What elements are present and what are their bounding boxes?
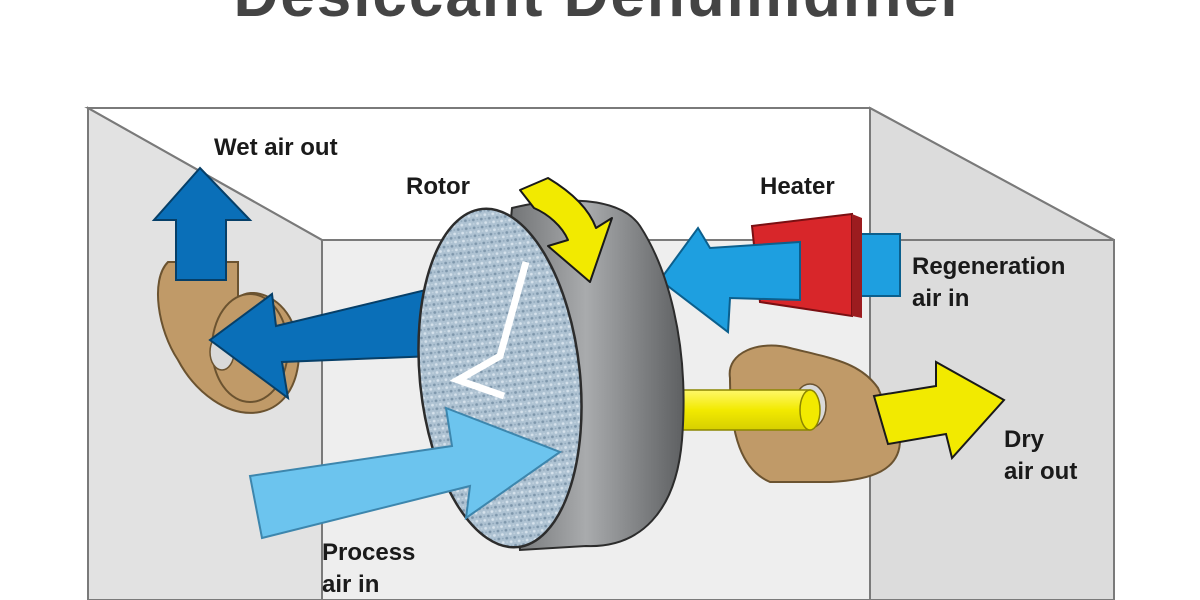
wet-air-out-label: Wet air out <box>214 134 338 161</box>
process-air-in-arrow <box>248 406 563 540</box>
wet-air-up-arrow <box>151 166 253 281</box>
regeneration-air-in-label-line1: Regeneration <box>912 253 1066 280</box>
dry-air-out-arrow <box>872 360 1006 461</box>
rotor-label: Rotor <box>406 173 470 200</box>
cabinet-top-edge <box>84 107 1115 241</box>
diagram-title: Desiccant Dehumidifier <box>0 0 1200 31</box>
dry-air-out-label-line2: air out <box>1004 458 1078 485</box>
heater-label: Heater <box>760 173 835 200</box>
wet-air-left-arrow <box>208 286 435 401</box>
dry-air-out-label-line1: Dry <box>1004 426 1045 453</box>
regeneration-air-arrow <box>658 226 801 334</box>
cabinet-right-wall <box>869 106 1115 600</box>
process-air-in-label-line2: air in <box>322 571 380 598</box>
regeneration-air-in-label-line2: air in <box>912 285 970 312</box>
rotation-arrow <box>519 177 613 283</box>
process-air-in-label-line1: Process <box>322 539 416 566</box>
rotor-divider <box>449 261 530 400</box>
rotor-shaft <box>659 389 821 431</box>
